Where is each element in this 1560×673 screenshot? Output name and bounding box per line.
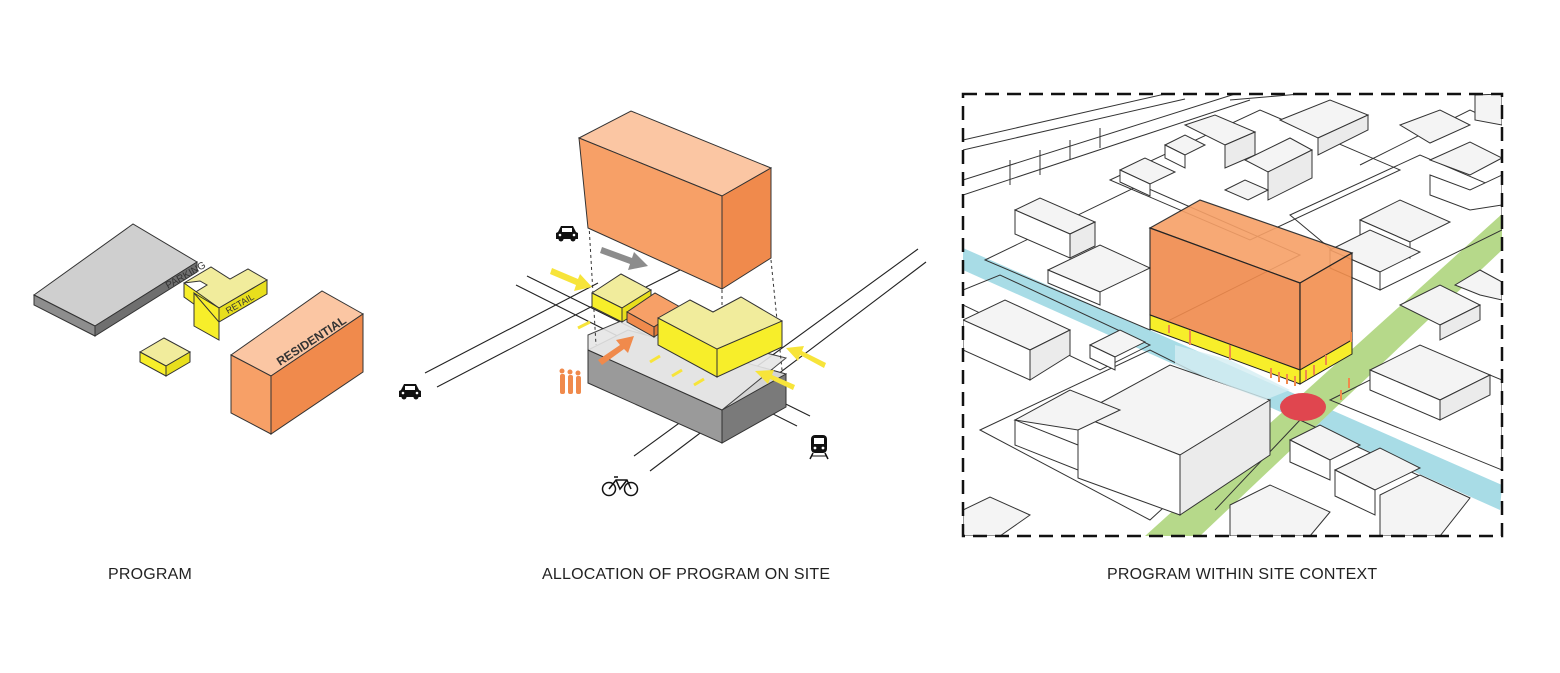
retail-block-small (138, 337, 192, 377)
pedestrians-icon (559, 368, 581, 394)
context-buildings (963, 94, 1502, 536)
arrow-yellow-left (550, 268, 592, 291)
bicycle-icon (601, 476, 639, 497)
pedestrian-markers (1168, 325, 1352, 400)
parking-block: PARKING (33, 223, 208, 337)
arrow-gray (600, 247, 648, 270)
allocation-retail-large (657, 296, 784, 378)
arrow-yellow-right-1 (786, 346, 826, 368)
street-highlight (1175, 345, 1290, 400)
context-panel (961, 92, 1504, 538)
arrow-yellow-right-2 (755, 370, 795, 390)
retail-markers (577, 320, 705, 387)
context-frame (961, 92, 1504, 538)
projection-lines (588, 224, 783, 371)
caption-allocation: ALLOCATION OF PROGRAM ON SITE (542, 566, 831, 583)
allocation-panel (399, 110, 927, 497)
car-icon (556, 226, 578, 242)
retail-block-large: RETAIL (183, 266, 268, 341)
allocation-residential-tower (577, 110, 773, 290)
highway (963, 94, 1251, 196)
car-icon (399, 384, 421, 400)
arrow-orange (598, 336, 634, 365)
residential-block: RESIDENTIAL (230, 290, 364, 435)
train-icon (809, 435, 829, 460)
program-panel: PARKING RETAIL RESIDENTIAL (33, 223, 364, 435)
caption-context: PROGRAM WITHIN SITE CONTEXT (1107, 566, 1378, 583)
caption-program: PROGRAM (108, 566, 193, 583)
intersection-node (1280, 393, 1326, 421)
allocation-parking (587, 317, 788, 444)
